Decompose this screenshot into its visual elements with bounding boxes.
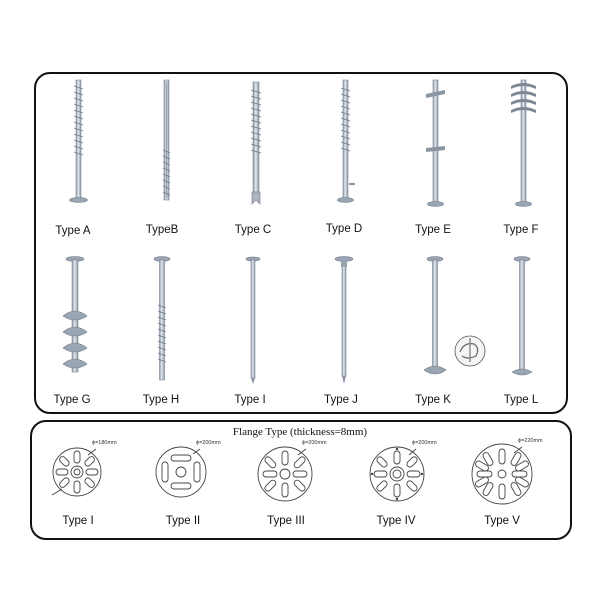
pile-label-type-h: Type H [142,394,180,406]
flange-type-v-drawing [471,443,533,505]
pile-label-type-f: Type F [503,224,539,236]
flange-type-iii-diameter: ϕ=200mm [302,440,327,446]
flange-label-type-iv: Type IV [376,515,416,527]
pile-label-type-l: Type L [503,394,539,406]
pile-label-type-c: Type C [234,224,272,236]
pile-type-d-drawing [337,79,355,203]
pile-label-type-d: Type D [325,223,363,235]
flange-type-iv-drawing [369,446,425,502]
flange-type-ii-drawing [155,446,207,498]
flange-label-type-v: Type V [484,515,520,527]
pile-type-b-drawing [162,79,171,201]
flange-type-ii-diameter: ϕ=200mm [196,440,221,446]
flange-label-type-ii: Type II [165,515,201,527]
flange-section-title: Flange Type (thickness=8mm) [232,426,368,438]
pile-label-type-i: Type I [234,394,266,406]
flange-type-i-diameter: ϕ=180mm [92,440,117,446]
pile-type-h-drawing [153,256,171,381]
flange-label-type-iii: Type III [267,515,305,527]
pile-type-a-drawing [69,79,88,203]
pile-label-type-g: Type G [53,394,91,406]
flange-type-iv-diameter: ϕ=200mm [412,440,437,446]
pile-label-type-e: Type E [415,224,451,236]
pile-label-type-k: Type K [415,394,451,406]
pile-type-j-drawing [334,256,354,384]
pile-type-f-drawing [511,79,536,207]
flange-type-i-drawing [51,447,102,497]
flange-type-iii-drawing [257,446,313,502]
pile-label-type-b: TypeB [145,224,179,236]
pile-type-k-drawing [423,256,486,375]
flange-label-type-i: Type I [62,515,94,527]
pile-type-l-drawing [511,256,533,376]
pile-label-type-j: Type J [324,394,358,406]
pile-type-i-drawing [245,256,261,384]
pile-type-e-drawing [426,79,445,207]
pile-type-c-drawing [250,81,262,205]
flange-type-v-diameter: ϕ=220mm [518,438,543,444]
pile-type-g-drawing [62,256,88,373]
pile-label-type-a: Type A [55,225,91,237]
